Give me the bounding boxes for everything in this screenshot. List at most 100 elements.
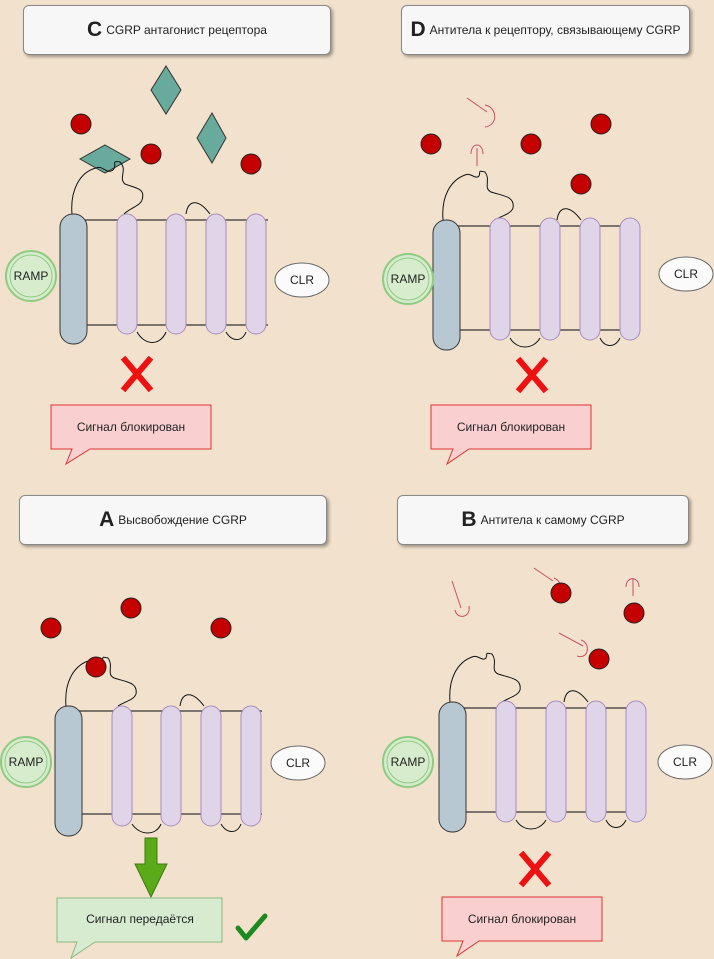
clr-helix [111,705,133,827]
panel-b-title-text: Антитела к самому CGRP [480,513,625,527]
antagonist-diamond [196,112,227,164]
transmit-callout-text: Сигнал передаётся [86,912,194,926]
clr-helix [489,217,511,341]
ramp-circle [382,253,434,305]
blocked-callout-text: Сигнал блокирован [468,912,576,926]
clr-helix [116,213,138,335]
receptor-loop [563,690,589,703]
transmit-callout [56,897,223,959]
cgrp-molecule [240,153,262,175]
clr-ellipse [274,262,330,298]
ramp-circle-inner [386,257,430,301]
panel-a-title-text: Высвобождение CGRP [118,513,247,527]
cgrp-molecule-bound [85,656,107,678]
panel-c-letter: C [87,18,103,41]
clr-helix [539,217,561,341]
panel-b-diagram: RAMP CLR Сигнал блокирован [382,567,713,958]
blocked-x-icon [120,355,154,393]
panel-a-title: A Высвобождение CGRP [19,495,327,545]
clr-helix [579,217,601,341]
check-icon [235,913,268,941]
blocked-x-icon [515,356,549,394]
cgrp-molecule [520,133,542,155]
panel-c-title-text: CGRP антагонист рецептора [106,23,267,37]
receptor-loop [185,202,211,215]
clr-helix [585,700,607,823]
receptor-loop [599,337,621,346]
clr-helix [200,705,222,827]
cgrp-molecule [140,143,162,165]
receptor-n-terminus [449,652,521,703]
cgrp-molecule [120,597,142,619]
receptor-loop [136,331,167,343]
antagonist-diamond [78,144,132,174]
blocked-callout-text: Сигнал блокирован [77,420,185,434]
clr-ellipse [270,745,326,781]
cgrp-molecule [40,617,62,639]
panel-c-diagram: RAMP CLR Сигнал блокирован [5,65,330,466]
clr-ellipse [657,744,713,780]
ramp-circle-inner [9,254,53,298]
ramp-circle [382,736,434,788]
clr-helix [160,705,182,827]
ramp-helix [59,213,88,345]
receptor-loop [179,694,205,707]
clr-helix [625,700,647,823]
panel-b-title: B Антитела к самому CGRP [397,495,689,545]
clr-ellipse [658,256,714,292]
clr-helix [619,217,641,341]
clr-helix [245,213,267,335]
signal-arrow-icon [134,837,168,899]
cgrp-molecule [588,648,610,670]
receptor-loop [605,819,627,828]
panel-d-diagram: RAMP CLR Сигнал блокирован [382,97,714,466]
receptor-n-terminus [71,161,144,215]
clr-helix [240,705,262,827]
panel-c-title: C CGRP антагонист рецептора [23,5,331,55]
clr-helix [495,700,517,823]
ramp-label: RAMP [391,272,426,286]
antagonist-diamond [150,65,182,115]
ramp-helix [54,705,83,837]
panel-b-letter: B [461,508,477,531]
clr-helix [205,213,227,335]
receptor-loop [225,331,247,340]
cgrp-molecule [210,617,232,639]
ramp-label: RAMP [9,755,44,769]
cgrp-molecule [570,173,592,195]
ramp-circle-inner [4,740,48,784]
receptor-loop [131,823,162,834]
clr-label: CLR [673,755,697,769]
receptor-loop [556,208,582,221]
panel-a-diagram: RAMP CLR Сигнал передаётся [0,597,326,959]
cgrp-molecule [550,582,572,604]
ramp-circle-inner [386,740,430,784]
ramp-circle [5,250,57,302]
ramp-helix [438,701,467,833]
blocked-x-icon [518,850,552,888]
ramp-label: RAMP [391,755,426,769]
panel-d-letter: D [410,18,426,41]
ramp-helix [432,219,461,351]
receptor-loop [220,823,242,832]
clr-label: CLR [290,273,314,287]
receptor-n-terminus [442,170,514,221]
ramp-circle [0,736,52,788]
cgrp-molecule [623,602,645,624]
blocked-callout-text: Сигнал блокирован [457,420,565,434]
blocked-callout [441,896,603,958]
clr-helix [545,700,567,823]
clr-helix [165,213,187,335]
panel-d-title-text: Антитела к рецептору, связывающему CGRP [429,23,681,37]
antibody-icon [451,567,640,658]
cgrp-molecule [420,133,442,155]
ramp-label: RAMP [14,269,49,283]
blocked-callout [50,404,212,466]
clr-label: CLR [286,756,310,770]
panel-d-title: D Антитела к рецептору, связывающему CGR… [401,5,690,55]
receptor-loop [515,819,547,830]
antibody-icon [466,97,496,166]
cgrp-molecule [590,113,612,135]
panel-a-letter: A [99,508,115,531]
blocked-callout [430,404,592,466]
